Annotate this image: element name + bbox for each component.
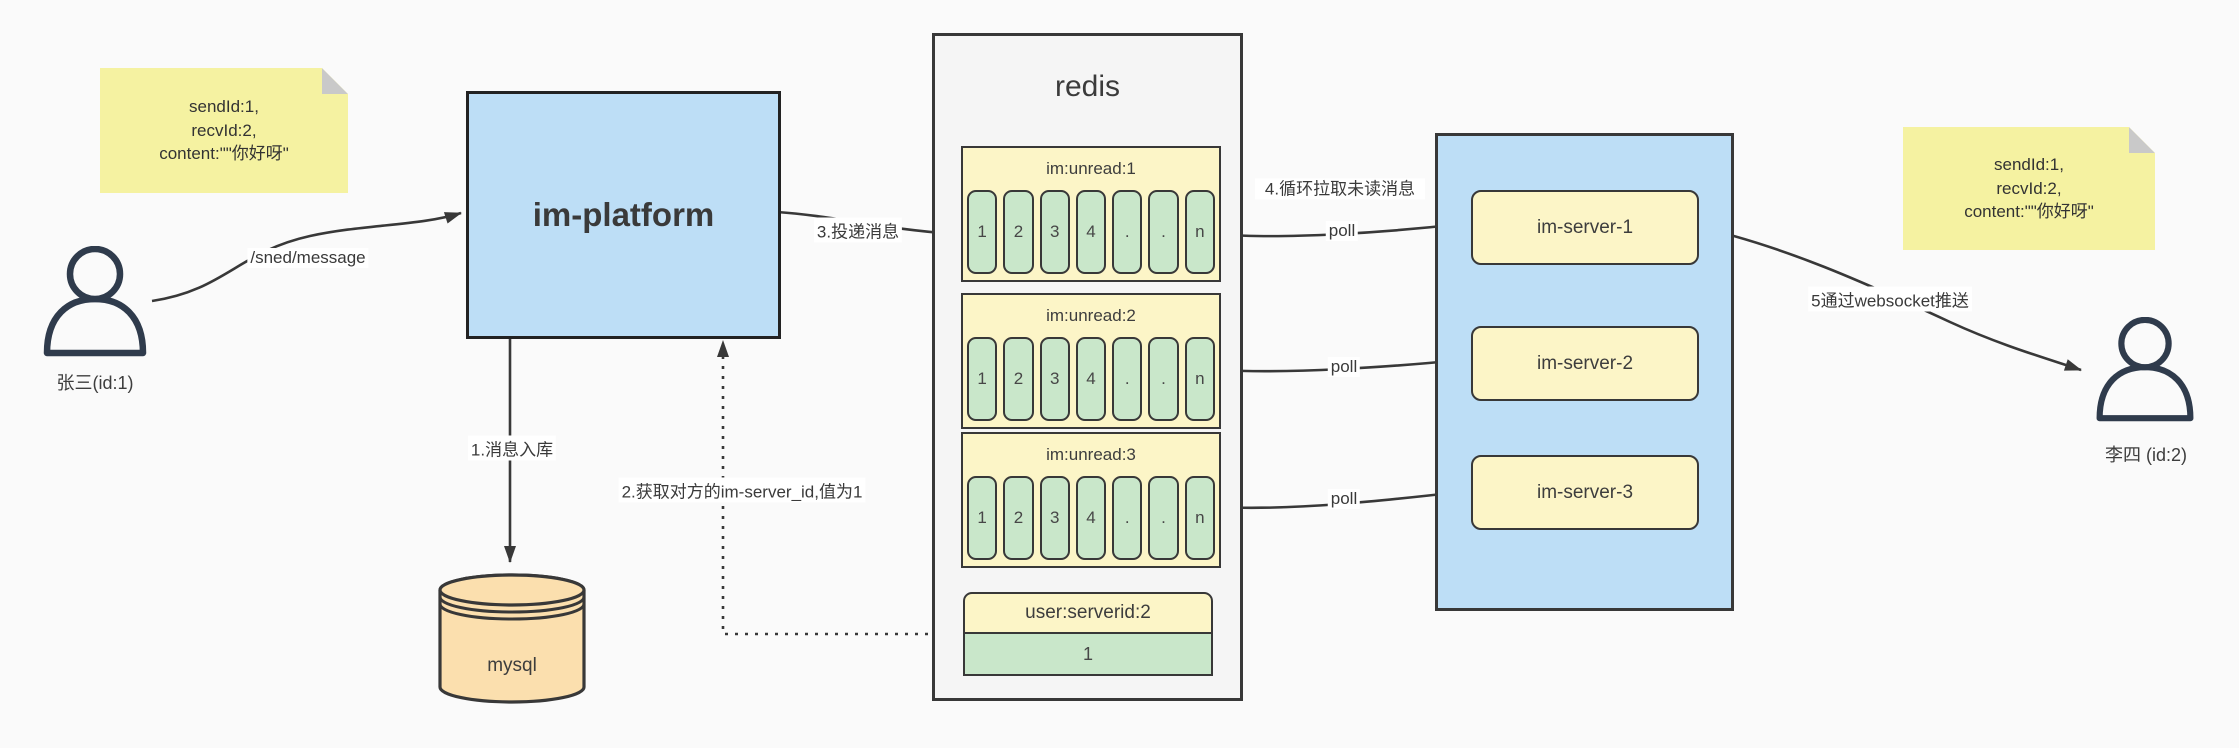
sender-label: 张三(id:1) [56,373,134,393]
queue-cell: 4 [1075,190,1107,274]
note-line: sendId:1, [1994,155,2064,175]
queue-cell: n [1184,476,1215,560]
edge-label-send-message: /sned/message [247,248,369,268]
queue-cell: 3 [1039,190,1070,274]
queue-cell: 1 [967,476,998,560]
note-line: recvId:2, [1996,178,2062,198]
queue-cell: 3 [1039,337,1070,421]
queue-title: im:unread:1 [1046,159,1136,178]
queue-cell: 2 [1003,190,1034,274]
user-icon-sender [43,246,147,357]
queue-cell: n [1184,337,1215,421]
queue-title: im:unread:3 [1046,445,1136,464]
im-server-1-box: im-server-1 [1471,190,1699,265]
queue-cell: . [1148,476,1179,560]
edge-label-step4: 4.循环拉取未读消息 [1255,178,1425,200]
note-text: sendId:1, recvId:2, content:""你好呀" [1964,153,2094,223]
queue-cell: . [1148,337,1179,421]
im-server-2-label: im-server-2 [1536,352,1634,374]
receiver-label: 李四 (id:2) [2104,445,2187,465]
note-line: content:""你好呀" [159,144,289,164]
im-server-3-label: im-server-3 [1536,481,1634,503]
queue-cells: 1 2 3 4 . . n [963,337,1219,421]
mysql-label: mysql [487,655,537,676]
redis-queue-unread-2: im:unread:2 1 2 3 4 . . n [961,293,1221,429]
im-platform-box: im-platform [466,91,781,339]
queue-cell: 4 [1075,476,1107,560]
edge-label-step3: 3.投递消息 [813,217,903,243]
im-server-3-box: im-server-3 [1471,455,1699,530]
note-fold-corner [322,68,348,94]
edge-label-step2: 2.获取对方的im-server_id,值为1 [618,477,866,503]
queue-cell: 1 [967,337,998,421]
queue-cell: 1 [967,190,998,274]
im-server-1-label: im-server-1 [1536,216,1634,238]
im-server-2-box: im-server-2 [1471,326,1699,401]
queue-cell: 2 [1003,337,1034,421]
note-fold-corner [2129,127,2155,153]
sticky-note-receiver: sendId:1, recvId:2, content:""你好呀" [1903,127,2155,250]
queue-cell: . [1148,190,1179,274]
edge-label-poll-3: poll [1327,489,1361,509]
sticky-note-sender: sendId:1, recvId:2, content:""你好呀" [100,68,348,193]
kv-key: user:serverid:2 [963,592,1213,634]
kv-value: 1 [963,634,1213,676]
queue-title: im:unread:2 [1046,306,1136,325]
note-text: sendId:1, recvId:2, content:""你好呀" [159,95,289,165]
queue-cell: 4 [1075,337,1107,421]
queue-cells: 1 2 3 4 . . n [963,190,1219,274]
edge-label-poll-1: poll [1325,221,1359,241]
im-server-group: im-server-1 im-server-2 im-server-3 [1435,133,1734,611]
im-platform-label: im-platform [532,196,715,233]
redis-queue-unread-3: im:unread:3 1 2 3 4 . . n [961,432,1221,568]
queue-cell: 2 [1003,476,1034,560]
queue-cell: 3 [1039,476,1070,560]
edge-label-poll-2: poll [1327,357,1361,377]
edge-label-step1: 1.消息入库 [467,435,557,461]
note-line: recvId:2, [191,120,257,140]
queue-cell: . [1112,190,1143,274]
mysql-database-icon: mysql [438,573,586,704]
redis-panel: redis im:unread:1 1 2 3 4 . . n im:unrea… [932,33,1243,701]
queue-cells: 1 2 3 4 . . n [963,476,1219,560]
note-line: sendId:1, [189,97,259,117]
redis-kv-user-serverid: user:serverid:2 1 [963,592,1213,676]
redis-queue-unread-1: im:unread:1 1 2 3 4 . . n [961,146,1221,282]
note-line: content:""你好呀" [1964,202,2094,222]
redis-title: redis [1054,70,1121,103]
queue-cell: . [1112,337,1143,421]
edge-label-step5: 5通过websocket推送 [1808,286,1972,312]
user-icon-receiver [2096,317,2194,422]
queue-cell: n [1184,190,1215,274]
queue-cell: . [1112,476,1143,560]
